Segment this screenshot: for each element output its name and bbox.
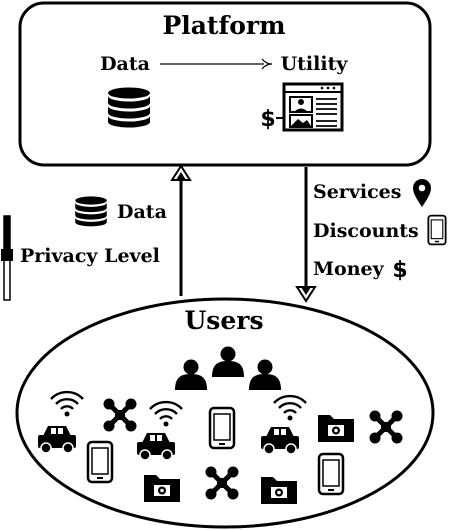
camera-folder-icon-2 [261,477,297,504]
database-icon-small [75,196,107,227]
platform-title: Platform [162,11,285,40]
phone-icon-discounts [427,214,447,246]
webpage-icon: $ [260,82,344,132]
utility-price-symbol: $ [260,107,275,132]
services-label: Services [313,181,401,203]
platform-data-label: Data [100,53,150,75]
phone-icon-1 [86,440,114,484]
camera-folder-icon-3 [318,415,354,442]
money-label: Money [313,258,385,280]
privacy-level-label: Privacy Level [20,245,160,267]
slider-icon[interactable] [1,215,13,301]
phone-icon-3 [317,452,345,496]
platform-utility-label: Utility [281,53,349,75]
location-pin-icon [413,179,431,207]
discounts-label: Discounts [313,220,419,242]
camera-folder-icon-1 [144,475,180,502]
phone-icon-2 [208,406,236,450]
money-symbol: $ [392,258,407,283]
users-title: Users [184,306,263,335]
upstream-data-label: Data [117,201,167,223]
